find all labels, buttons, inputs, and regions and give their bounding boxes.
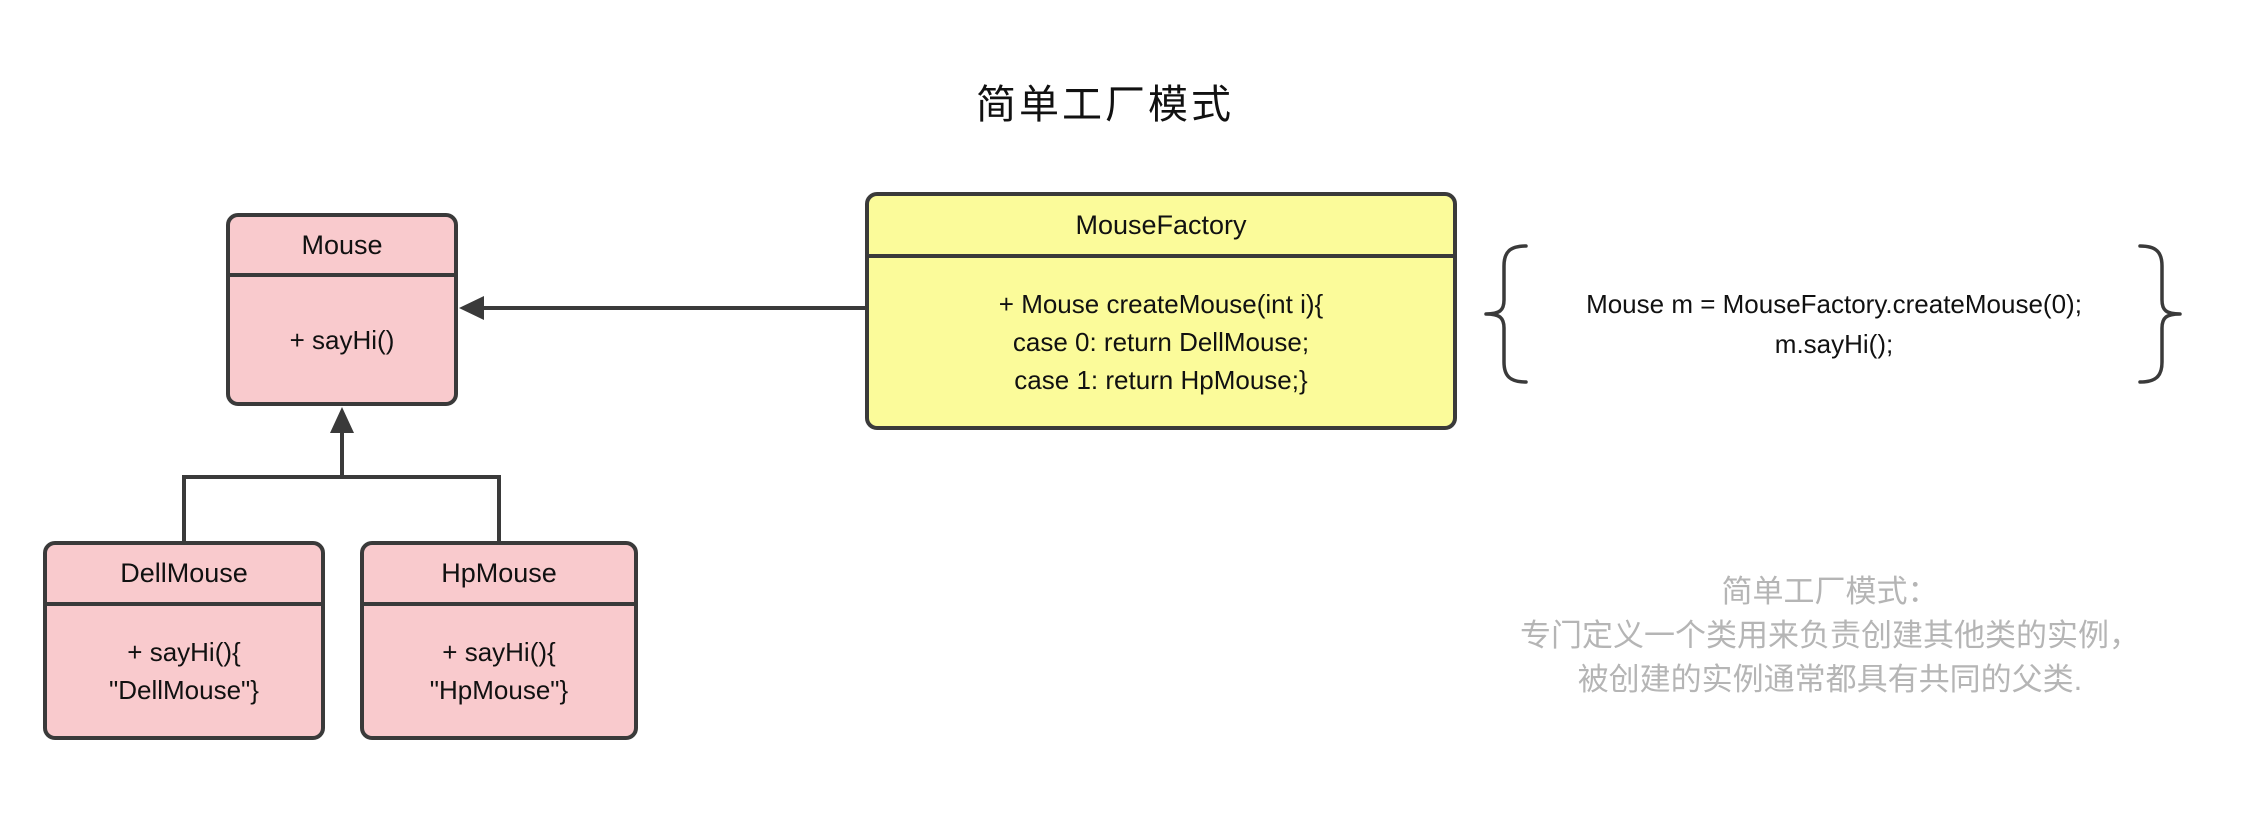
left-brace bbox=[1484, 244, 1528, 384]
method-line: + Mouse createMouse(int i){ bbox=[998, 289, 1324, 319]
class-body-hpmouse: + sayHi(){ "HpMouse"} bbox=[364, 606, 634, 736]
pattern-note-line: 被创建的实例通常都具有共同的父类. bbox=[1577, 662, 2083, 697]
method-line: case 1: return HpMouse;} bbox=[1014, 365, 1308, 395]
method-line: "HpMouse"} bbox=[429, 675, 569, 705]
class-box-dellmouse: DellMouse + sayHi(){ "DellMouse"} bbox=[43, 541, 325, 740]
class-name-dellmouse: DellMouse bbox=[47, 545, 321, 606]
usage-code: Mouse m = MouseFactory.createMouse(0); m… bbox=[1538, 284, 2130, 364]
association-arrowhead-left bbox=[459, 296, 484, 320]
class-name-mousefactory: MouseFactory bbox=[869, 196, 1453, 258]
pattern-note: 简单工厂模式： 专门定义一个类用来负责创建其他类的实例， 被创建的实例通常都具有… bbox=[1430, 570, 2230, 702]
class-box-mouse: Mouse + sayHi() bbox=[226, 213, 458, 406]
class-body-dellmouse: + sayHi(){ "DellMouse"} bbox=[47, 606, 321, 736]
class-box-hpmouse: HpMouse + sayHi(){ "HpMouse"} bbox=[360, 541, 638, 740]
pattern-note-line: 专门定义一个类用来负责创建其他类的实例， bbox=[1520, 618, 2140, 653]
class-body-mouse: + sayHi() bbox=[230, 277, 454, 402]
method-line: case 0: return DellMouse; bbox=[1012, 327, 1310, 357]
method-line: + sayHi() bbox=[289, 324, 395, 355]
inheritance-arrowhead-up bbox=[330, 407, 354, 433]
method-line: "DellMouse"} bbox=[109, 675, 259, 705]
usage-code-line: Mouse m = MouseFactory.createMouse(0); bbox=[1586, 289, 2082, 319]
method-line: + sayHi(){ bbox=[127, 637, 241, 667]
class-name-mouse: Mouse bbox=[230, 217, 454, 277]
right-brace bbox=[2138, 244, 2182, 384]
class-name-hpmouse: HpMouse bbox=[364, 545, 634, 606]
diagram-title: 简单工厂模式 bbox=[976, 83, 1234, 127]
class-body-mousefactory: + Mouse createMouse(int i){ case 0: retu… bbox=[869, 258, 1453, 426]
method-line: + sayHi(){ bbox=[442, 637, 556, 667]
usage-code-line: m.sayHi(); bbox=[1774, 329, 1894, 359]
class-box-mousefactory: MouseFactory + Mouse createMouse(int i){… bbox=[865, 192, 1457, 430]
pattern-note-line: 简单工厂模式： bbox=[1721, 574, 1939, 609]
